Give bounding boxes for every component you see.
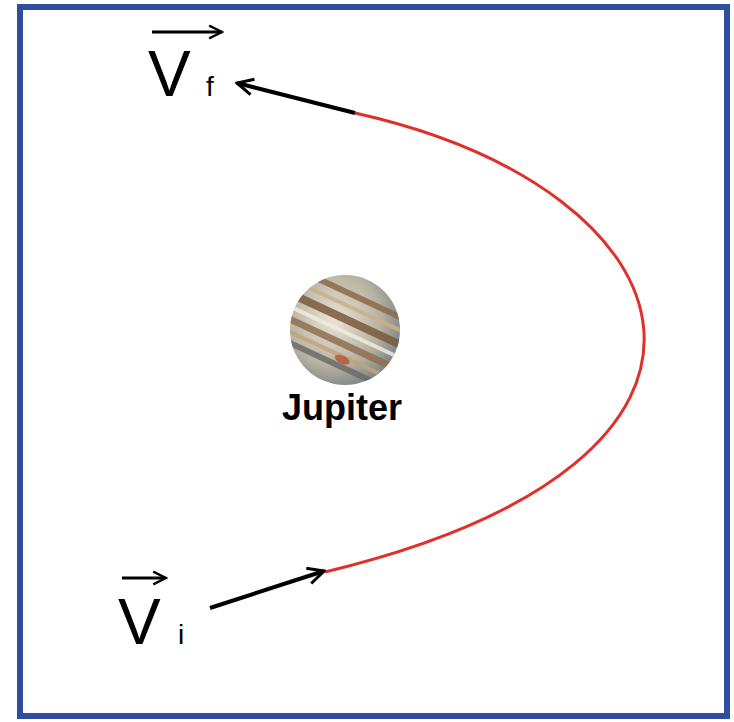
jupiter-planet bbox=[270, 268, 420, 392]
vector-bar bbox=[152, 31, 222, 34]
velocity-symbol: V bbox=[148, 42, 191, 106]
subscript: i bbox=[178, 621, 184, 649]
initial-velocity-arrow bbox=[210, 571, 324, 608]
vector-bar bbox=[122, 577, 166, 580]
final-velocity-arrow bbox=[237, 83, 355, 113]
planet-label: Jupiter bbox=[282, 390, 402, 426]
frame bbox=[20, 7, 727, 716]
subscript: f bbox=[206, 73, 214, 101]
trajectory bbox=[325, 113, 644, 572]
velocity-symbol: V bbox=[118, 590, 161, 654]
